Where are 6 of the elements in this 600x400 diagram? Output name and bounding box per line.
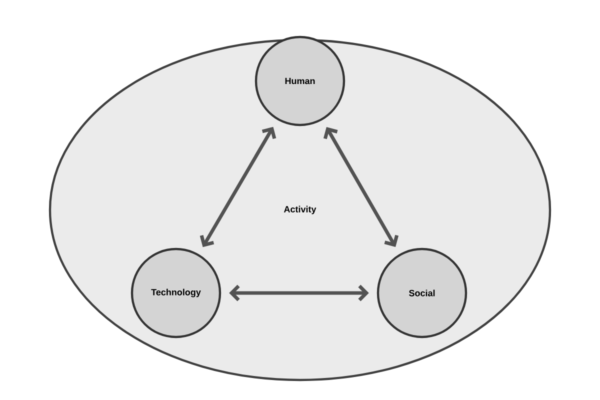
circle-node: Social [376,248,468,338]
double-arrow [323,127,399,247]
circle-node: Human [254,36,346,126]
double-arrow [229,284,369,302]
double-arrow [200,126,276,248]
circle-node: Technology [130,248,222,338]
